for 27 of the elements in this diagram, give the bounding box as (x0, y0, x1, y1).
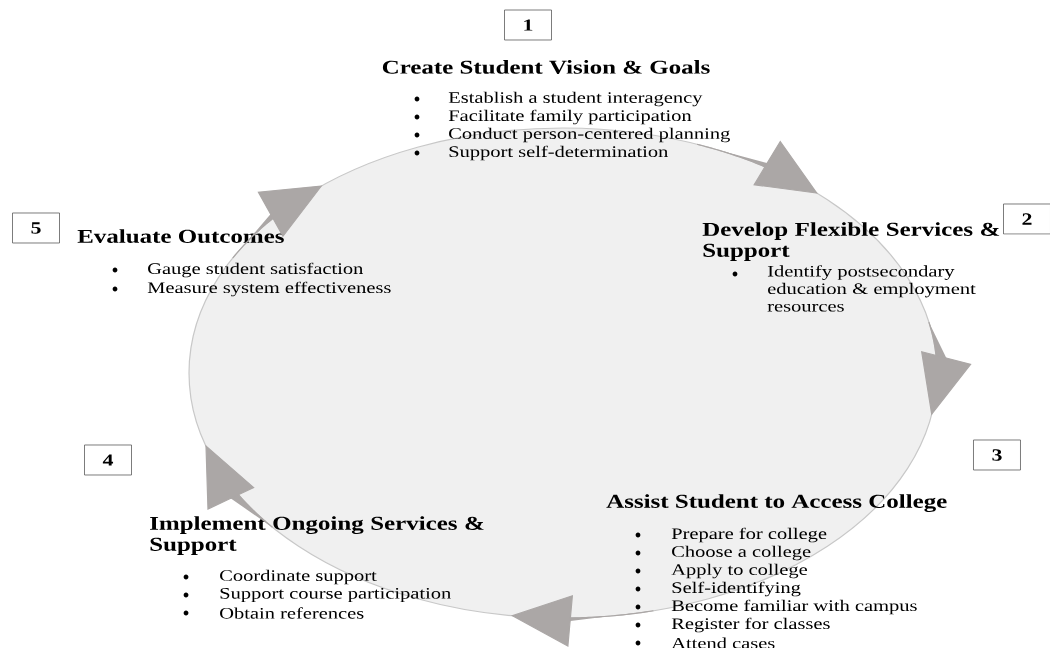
bullet-text: Coordinate support (220, 569, 377, 585)
bullet-text: Identify postsecondary education & employment resources (767, 265, 976, 312)
bullet-text: Choose a college (672, 545, 811, 561)
number-box: 5 (12, 212, 60, 244)
bullet-text: Attend cases (671, 637, 775, 648)
bullet-text: Register for classes (671, 617, 830, 633)
bullet-text: Conduct person-centered planning (449, 127, 730, 143)
number-box: 3 (973, 439, 1021, 471)
number-box: 2 (1003, 203, 1050, 235)
stage-heading: Assist Student to Access College (606, 494, 947, 512)
stage-heading: Implement Ongoing Services & Support (150, 516, 484, 555)
stage-heading: Create Student Vision & Goals (382, 60, 710, 74)
bullet-text: Support course participation (220, 588, 451, 602)
bullet-text: Facilitate family participation (448, 109, 692, 125)
bullet-text: Support self-determination (449, 145, 669, 161)
stage-heading: Develop Flexible Services & Support (702, 222, 1000, 261)
stage-heading: Evaluate Outcomes (77, 229, 284, 243)
bullet-text: Establish a student interagency (448, 91, 703, 107)
bullet-text: Apply to college (671, 563, 807, 579)
bullet-text: Obtain references (220, 607, 364, 619)
number-box: 4 (84, 444, 132, 476)
bullet-text: Gauge student satisfaction (148, 262, 364, 278)
bullet-text: Prepare for college (671, 527, 827, 543)
bullet-text: Become familiar with campus (671, 599, 917, 615)
bullet-text: Self-identifying (672, 581, 801, 597)
bullet-text: Measure system effectiveness (147, 281, 391, 297)
number-box: 1 (504, 9, 552, 41)
